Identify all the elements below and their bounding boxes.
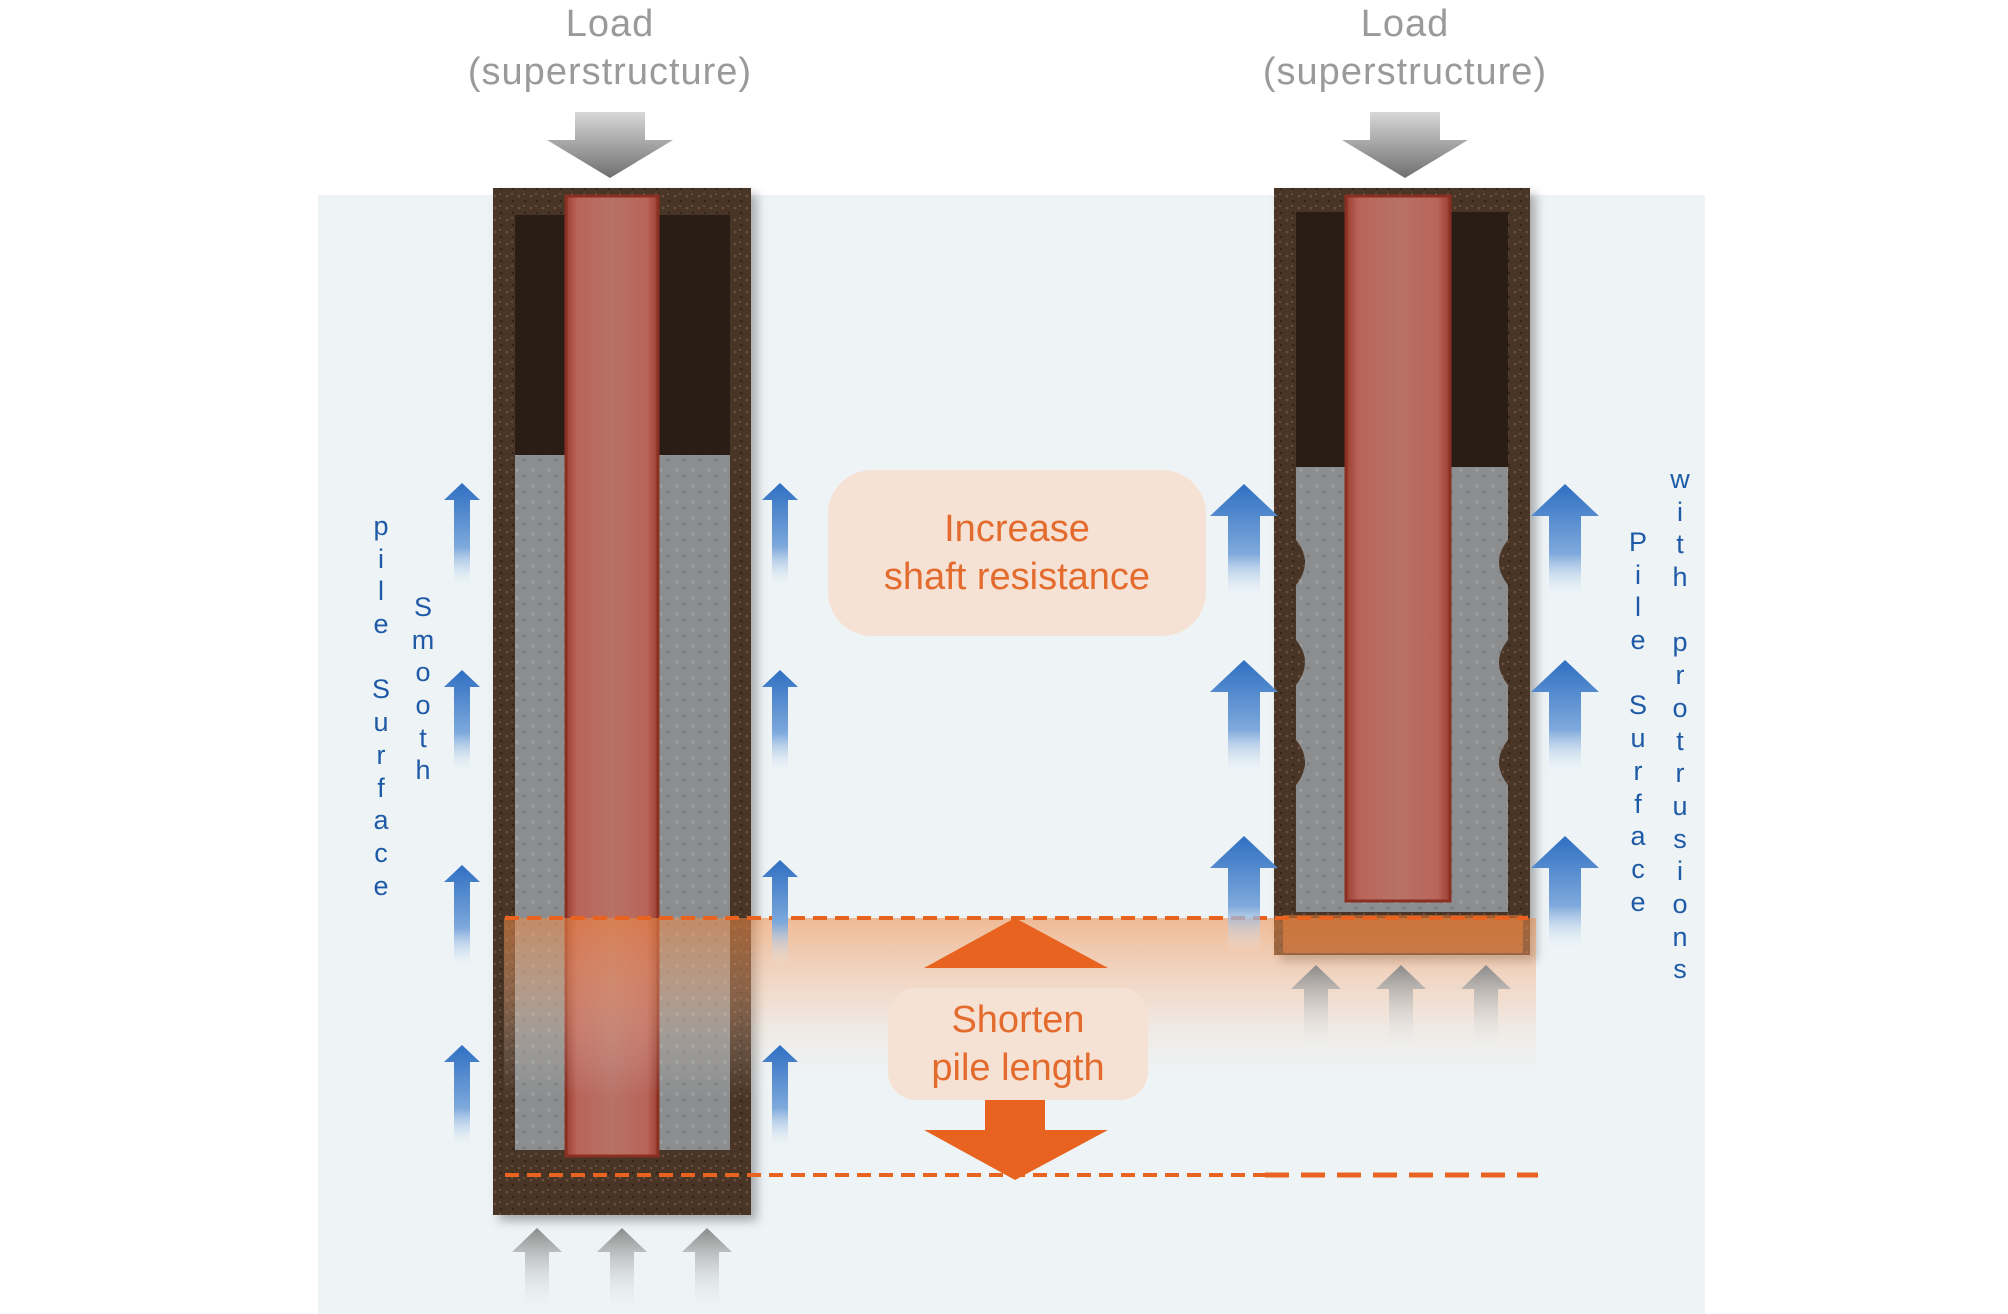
right-load-title: Load — [1360, 3, 1450, 45]
right-load-label: Load (superstructure) — [1195, 0, 1615, 96]
vertical-label-glyph: u — [1672, 790, 1688, 821]
vertical-label-glyph: p — [1672, 627, 1688, 658]
right-load-subtitle: (superstructure) — [1262, 51, 1548, 93]
vertical-label-glyph: n — [1672, 921, 1688, 952]
vertical-label-glyph: l — [378, 576, 384, 607]
vertical-label-glyph: p — [373, 511, 389, 541]
shaft-arrow-icon — [444, 670, 480, 775]
end-bearing-arrow-icon — [682, 1228, 732, 1314]
increase-shaft-resistance-callout: Increase shaft resistance — [828, 470, 1206, 636]
vertical-label-glyph: t — [1676, 529, 1684, 560]
vertical-label-glyph: e — [373, 609, 389, 640]
vertical-label-glyph: P — [1628, 527, 1647, 557]
vertical-label-glyph: f — [1634, 788, 1642, 819]
end-bearing-arrow-icon — [1376, 965, 1426, 1050]
shaft-arrow-icon — [1531, 836, 1599, 952]
shaft-arrow-icon — [1210, 660, 1278, 776]
left-load-label: Load (superstructure) — [400, 0, 820, 96]
vertical-label-glyph: s — [1673, 954, 1687, 985]
vertical-label-glyph: o — [415, 657, 431, 688]
shaft-arrow-icon — [444, 483, 480, 590]
vertical-label-glyph: a — [373, 805, 389, 836]
vertical-label-glyph: e — [373, 870, 389, 901]
shaft-arrow-icon — [444, 865, 480, 970]
shaft-arrow-icon — [1531, 484, 1599, 600]
vertical-label-glyph: o — [1672, 692, 1688, 723]
shaft-callout-line2: shaft resistance — [883, 556, 1151, 598]
vertical-label-glyph: i — [1677, 856, 1683, 887]
shaft-arrow-icon — [762, 860, 798, 965]
length-callout-line1: Shorten — [951, 999, 1085, 1041]
vertical-label-glyph: c — [374, 837, 388, 868]
vertical-label-glyph: r — [1675, 758, 1685, 789]
vertical-label-glyph: i — [378, 543, 384, 574]
end-bearing-arrow-icon — [1291, 965, 1341, 1050]
left-load-arrow-icon — [547, 112, 673, 178]
vertical-label-glyph: u — [1630, 723, 1646, 754]
vertical-label-glyph: u — [373, 707, 389, 738]
left-end-bearing-arrows — [512, 1228, 732, 1314]
vertical-label-glyph: c — [1631, 853, 1645, 884]
end-bearing-arrow-icon — [597, 1228, 647, 1314]
shaft-arrow-icon — [1531, 660, 1599, 776]
shaft-arrow-icon — [762, 1045, 798, 1150]
vertical-label-glyph: S — [371, 674, 390, 705]
vertical-label-glyph: o — [1672, 888, 1688, 919]
shaft-arrow-icon — [762, 483, 798, 590]
vertical-label-glyph: a — [1630, 821, 1646, 852]
shorten-pile-length-callout: Shorten pile length — [888, 988, 1148, 1100]
vertical-label-glyph: t — [1676, 725, 1684, 756]
shaft-callout-line1: Increase — [944, 508, 1090, 550]
shaft-arrow-icon — [762, 670, 798, 775]
vertical-label-glyph: h — [415, 755, 431, 786]
vertical-label-glyph: S — [413, 592, 432, 622]
end-bearing-arrow-icon — [512, 1228, 562, 1314]
vertical-label-glyph: i — [1635, 559, 1641, 590]
shorten-arrow-down-icon — [924, 1130, 1108, 1180]
right-pile-steel — [1346, 196, 1450, 901]
left-load-title: Load — [565, 3, 655, 45]
vertical-label-glyph: e — [1630, 625, 1646, 656]
vertical-label-glyph: w — [1670, 464, 1690, 494]
vertical-label-glyph: m — [411, 624, 435, 655]
vertical-label-glyph: f — [377, 772, 385, 803]
vertical-label-glyph: s — [1673, 823, 1687, 854]
vertical-label-glyph: r — [1675, 660, 1685, 691]
shaft-arrow-icon — [1210, 836, 1278, 952]
vertical-label-glyph: S — [1628, 690, 1647, 721]
length-callout-line2: pile length — [931, 1047, 1105, 1089]
vertical-label-glyph: o — [415, 690, 431, 721]
vertical-label-glyph: r — [376, 739, 386, 770]
end-bearing-arrow-icon — [1461, 965, 1511, 1050]
vertical-label-glyph: r — [1633, 755, 1643, 786]
vertical-label-glyph: i — [1677, 496, 1683, 527]
right-load-arrow-icon — [1342, 112, 1468, 178]
vertical-label-glyph: e — [1630, 886, 1646, 917]
shaft-arrow-icon — [444, 1045, 480, 1150]
right-end-bearing-arrows — [1291, 965, 1511, 1050]
vertical-label-glyph — [366, 641, 396, 674]
right-shaft-resistance-arrows — [1210, 484, 1599, 952]
vertical-label-glyph — [1623, 657, 1653, 690]
vertical-label-glyph: t — [419, 722, 427, 753]
vertical-label-glyph — [1665, 594, 1695, 627]
vertical-label-glyph: h — [1672, 562, 1688, 593]
vertical-label-glyph: l — [1635, 592, 1641, 623]
left-shaft-resistance-arrows — [444, 483, 798, 1150]
left-load-subtitle: (superstructure) — [467, 51, 753, 93]
shorten-arrow-up-icon — [924, 918, 1108, 968]
shaft-arrow-icon — [1210, 484, 1278, 600]
